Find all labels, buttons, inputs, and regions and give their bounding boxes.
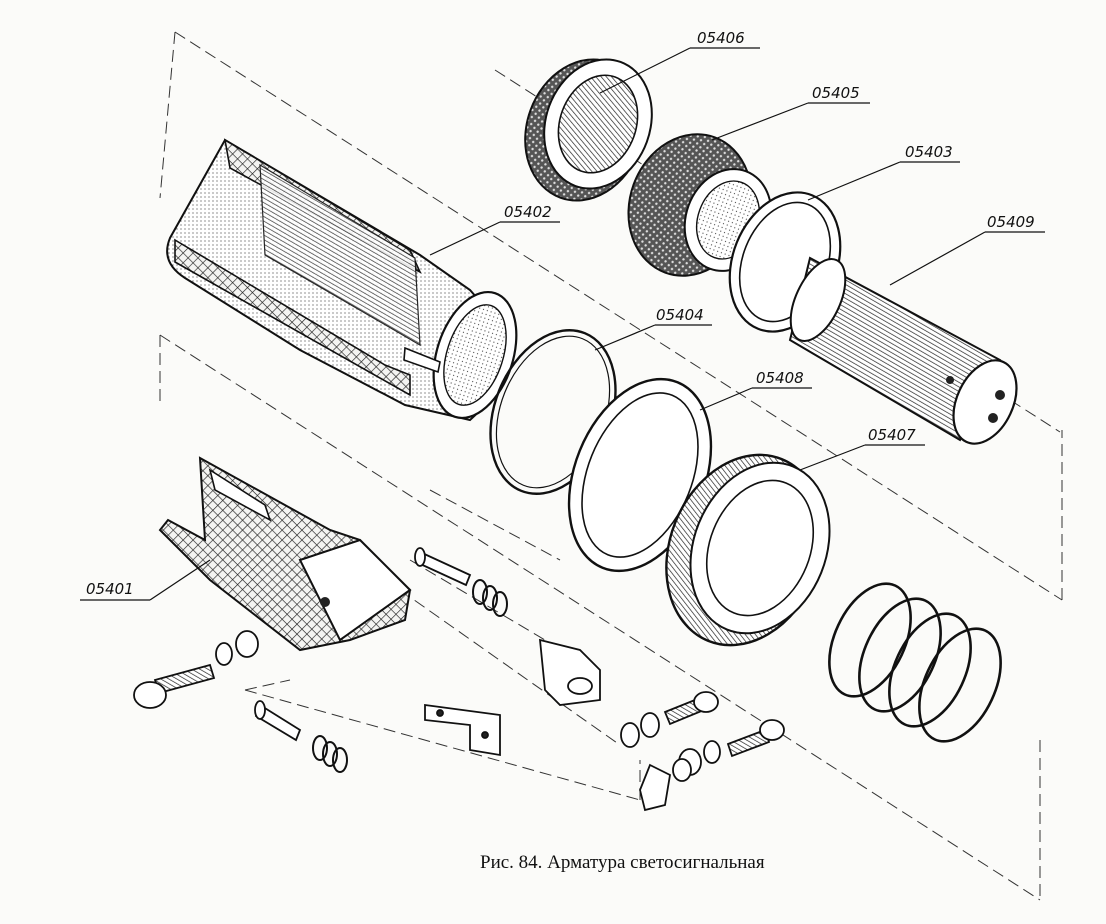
- lamp-holder-05409: [788, 256, 1018, 445]
- figure-caption: Рис. 84. Арматура светосигнальная: [480, 852, 765, 873]
- label-05404: 05404: [656, 306, 704, 324]
- label-05402: 05402: [504, 203, 552, 221]
- label-05403: 05403: [905, 143, 953, 161]
- label-05405: 05405: [812, 84, 860, 102]
- slotted-nut-05407: [665, 453, 831, 647]
- part-labels: 05406 05405 05403 05409 05402 05404 0540…: [86, 29, 1035, 598]
- label-05401: 05401: [86, 580, 134, 598]
- label-05409: 05409: [987, 213, 1035, 231]
- label-05407: 05407: [868, 426, 916, 444]
- leader-lines: [80, 47, 1045, 601]
- knurled-nut-05406: [524, 58, 653, 202]
- base-insulator-05401: [158, 456, 412, 652]
- housing-05402: [166, 138, 518, 422]
- label-05406: 05406: [697, 29, 745, 47]
- spring-right: [828, 582, 1002, 743]
- small-hardware: [133, 547, 785, 812]
- label-05408: 05408: [756, 369, 804, 387]
